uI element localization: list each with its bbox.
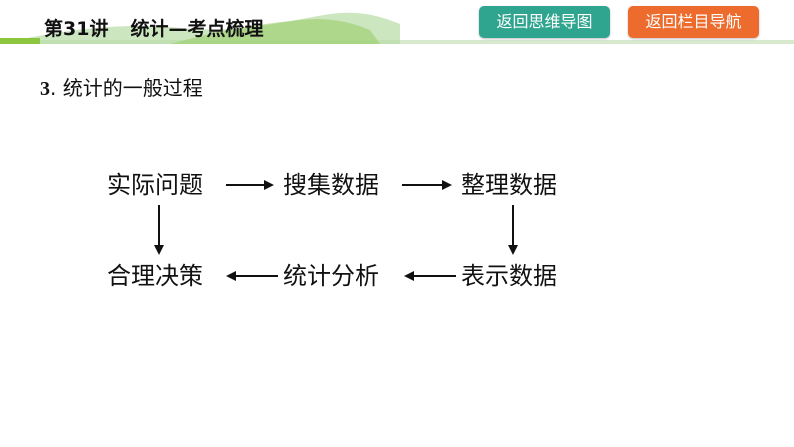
flow-arrows — [0, 0, 794, 447]
